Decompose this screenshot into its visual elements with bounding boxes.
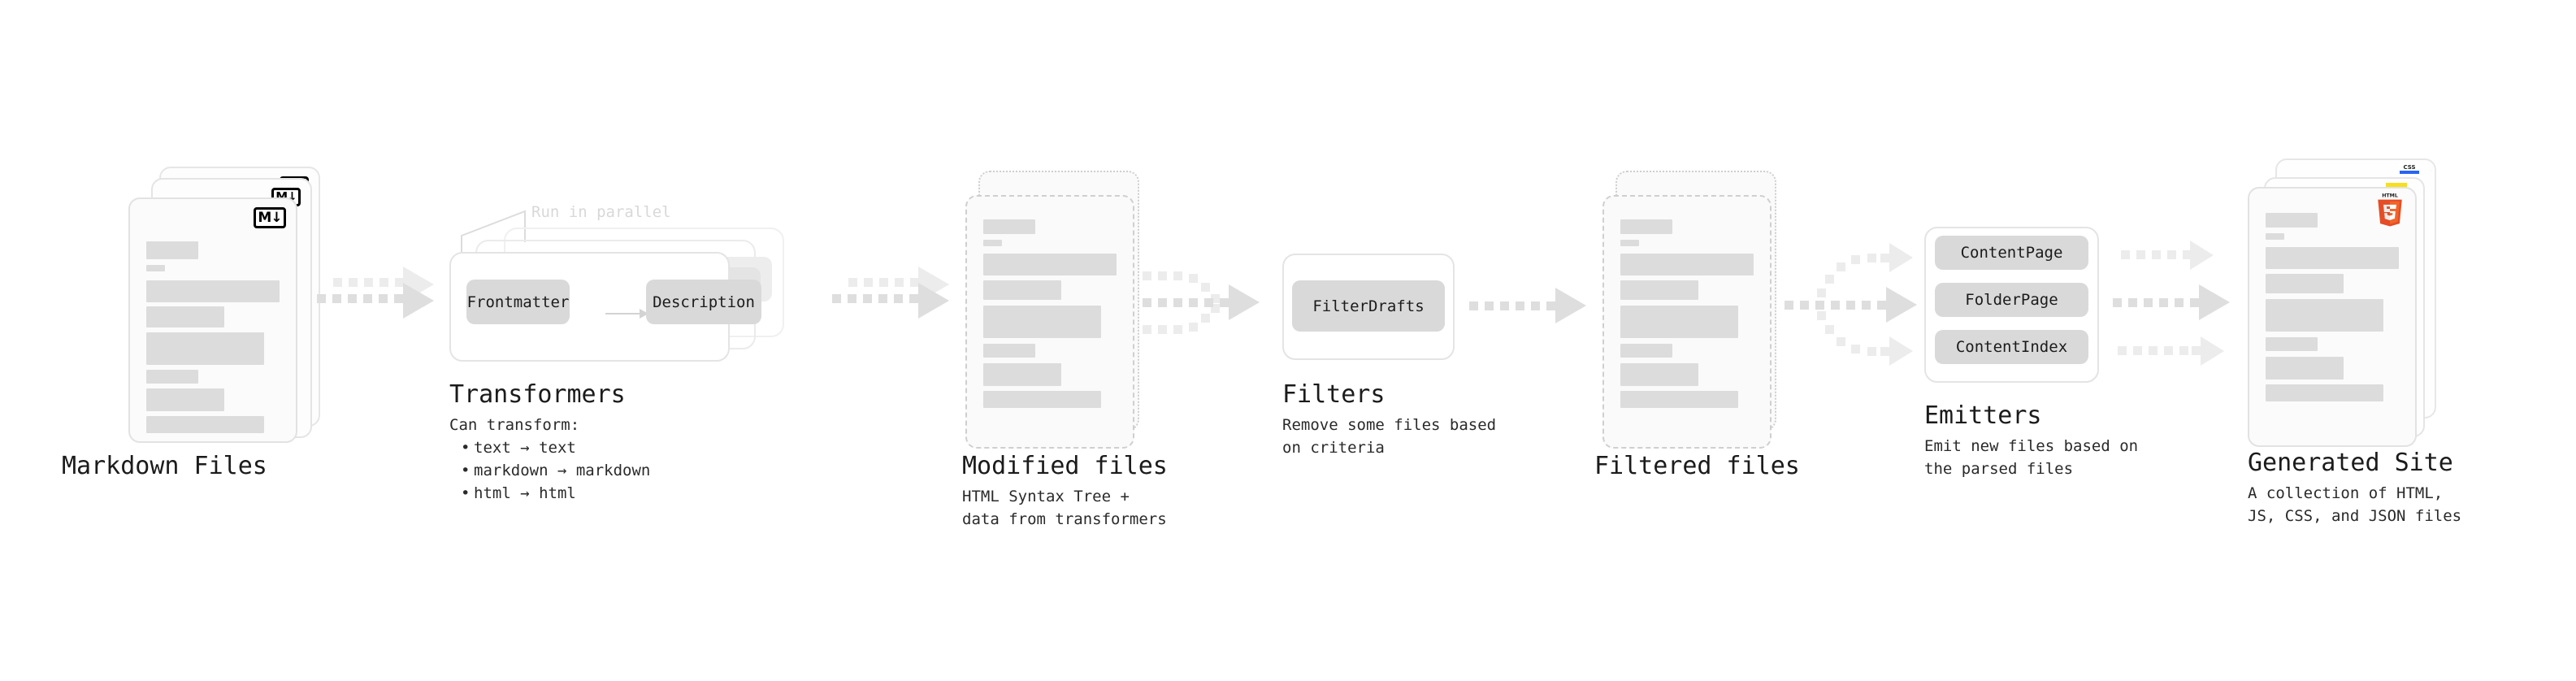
html5-badge: HTML [2378,193,2402,227]
doc-line [146,265,165,271]
doc-line [983,363,1061,386]
emitters-pill-folderpage[interactable]: FolderPage [1935,283,2088,317]
stage-title-filtered-files: Filtered files [1594,452,1800,480]
doc-line [146,241,198,259]
doc-line [983,240,1002,246]
stage-title-modified-files: Modified files [962,452,1168,480]
doc-line [983,219,1035,234]
transformers-bullet-item: markdown → markdown [461,459,650,482]
css-badge-label: CSS [2403,164,2416,171]
generated-site-desc-line-1: A collection of HTML, [2248,484,2444,502]
filters-pill-filterdrafts[interactable]: FilterDrafts [1292,280,1445,332]
doc-line [146,280,280,302]
emitters-desc-line-2: the parsed files [1924,460,2074,478]
filtered-file-card-front [1602,195,1772,449]
doc-line [2266,337,2318,351]
doc-line [146,306,224,327]
markdown-badge: M↓ [254,207,286,228]
site-file-card-front: HTML [2248,187,2417,447]
arrow-emitters-to-site [2113,241,2230,366]
doc-line [1620,280,1698,300]
doc-line [1620,219,1672,234]
transformers-bullets: text → text markdown → markdown html → h… [449,436,650,505]
doc-line [983,391,1101,408]
doc-line [983,254,1117,275]
doc-line [2266,299,2383,332]
doc-line [983,344,1035,358]
transformers-bullet-item: html → html [461,482,650,505]
doc-line [2266,357,2344,380]
stage-title-emitters: Emitters [1924,401,2042,430]
modified-file-card-front [965,195,1134,449]
doc-line [2266,274,2344,293]
arrow-modified-to-filters [1143,271,1260,334]
filters-desc-line-1: Remove some files based [1282,416,1497,434]
doc-line [146,370,198,384]
doc-line [146,332,264,365]
doc-line [1620,391,1738,408]
doc-line [146,388,224,411]
transformers-bullet-item: text → text [461,436,650,459]
transformer-pill-description[interactable]: Description [646,280,761,324]
filters-desc-line-2: on criteria [1282,439,1385,457]
css-badge-bar [2400,171,2419,174]
doc-line [1620,240,1639,246]
stage-title-generated-site: Generated Site [2248,449,2453,477]
transformers-desc-head: Can transform: [449,416,580,434]
modified-files-desc-line-1: HTML Syntax Tree + [962,488,1130,505]
doc-line [2266,247,2399,269]
stage-title-transformers: Transformers [449,380,626,409]
doc-line [983,306,1101,338]
doc-line [2266,233,2284,240]
doc-line [2266,213,2318,228]
svg-text:HTML: HTML [2382,193,2398,198]
stage-title-markdown-files: Markdown Files [62,452,267,480]
doc-line [1620,363,1698,386]
run-in-parallel-bracket [461,210,526,267]
modified-files-desc-line-2: data from transformers [962,510,1167,528]
arrow-markdown-to-transformers [317,267,434,319]
emitters-pill-contentindex[interactable]: ContentIndex [1935,330,2088,364]
stage-title-filters: Filters [1282,380,1386,409]
doc-line [2266,384,2383,401]
doc-line [1620,254,1754,275]
css-badge: CSS [2399,164,2420,176]
transformer-inner-arrow [605,309,648,319]
doc-line [146,416,264,433]
doc-line [1620,344,1672,358]
emitters-pill-contentpage[interactable]: ContentPage [1935,236,2088,270]
doc-line [1620,306,1738,338]
generated-site-desc-line-2: JS, CSS, and JSON files [2248,507,2462,525]
emitters-desc-line-1: Emit new files based on [1924,437,2139,455]
arrow-filtered-to-emitters [1785,243,1917,366]
transformer-pill-frontmatter[interactable]: Frontmatter [466,280,570,324]
run-in-parallel-label: Run in parallel [531,203,671,221]
doc-line [983,280,1061,300]
arrow-transformers-to-modified [832,267,949,319]
markdown-file-card-front: M↓ [128,197,297,443]
arrow-filters-to-filtered [1469,288,1586,323]
